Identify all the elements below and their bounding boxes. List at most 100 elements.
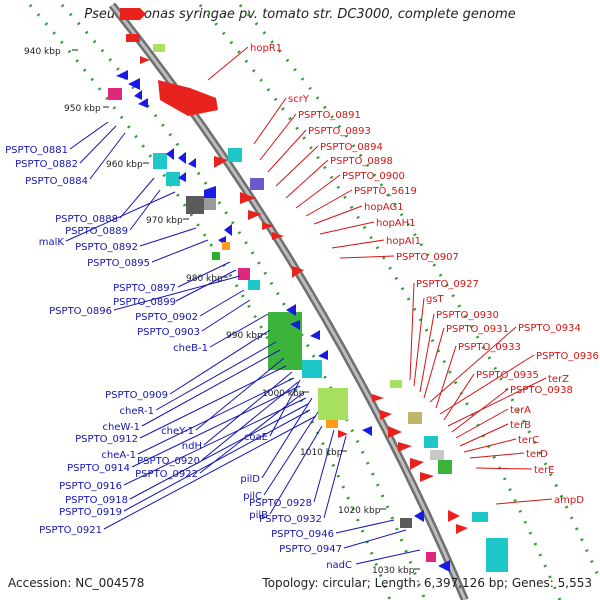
gene-label[interactable]: PSPTO_5619 (354, 186, 417, 197)
tick-label-960: 960 kbp (106, 160, 143, 170)
gene-label[interactable]: PSPTO_0894 (320, 142, 383, 153)
gene-label[interactable]: hopAI1 (386, 236, 421, 247)
gene-arrow (138, 98, 148, 108)
gene-label[interactable]: PSPTO_0934 (518, 323, 581, 334)
gene-label[interactable]: PSPTO_0888 (55, 214, 118, 225)
gene-arrow (310, 330, 320, 340)
gene-label[interactable]: nadC (326, 560, 352, 571)
gene-arrow (438, 560, 450, 572)
gene-label[interactable]: PSPTO_0928 (249, 498, 312, 509)
gene-box (426, 552, 436, 562)
gene-label[interactable]: PSPTO_0881 (5, 145, 68, 156)
gene-label[interactable]: PSPTO_0918 (65, 495, 128, 506)
gene-box (166, 172, 180, 186)
gene-label[interactable]: PSPTO_0889 (65, 226, 128, 237)
gene-label[interactable]: pilD (240, 474, 260, 485)
gene-arrow (166, 148, 174, 160)
gene-box (408, 412, 422, 424)
gene-box (400, 518, 412, 528)
gene-arrow (240, 192, 256, 204)
gene-label[interactable]: PSPTO_0898 (330, 156, 393, 167)
gene-label[interactable]: ampD (554, 495, 584, 506)
gene-arrow (414, 510, 424, 522)
gene-label[interactable]: PSPTO_0893 (308, 126, 371, 137)
gene-label[interactable]: PSPTO_0930 (436, 310, 499, 321)
gene-label[interactable]: PSPTO_0891 (298, 110, 361, 121)
gene-box (222, 242, 230, 250)
gene-label[interactable]: PSPTO_0931 (446, 324, 509, 335)
gene-label[interactable]: PSPTO_0921 (39, 525, 102, 536)
gene-label[interactable]: gsT (426, 294, 445, 305)
gene-label[interactable]: malK (39, 237, 65, 248)
gene-label[interactable]: terC (518, 435, 539, 446)
gene-label[interactable]: scrY (288, 94, 310, 105)
gene-arrow (128, 78, 140, 90)
gene-label[interactable]: hopAG1 (364, 202, 404, 213)
gene-label[interactable]: PSPTO_0900 (342, 171, 405, 182)
gene-arrow (116, 70, 128, 80)
gene-arrow (188, 158, 196, 168)
gene-label[interactable]: PSPTO_0907 (396, 252, 459, 263)
gene-label[interactable]: PSPTO_0927 (416, 279, 479, 290)
gene-label[interactable]: pilB (249, 510, 268, 521)
gene-arrow (286, 304, 296, 316)
gene-arrow (178, 152, 186, 164)
gene-label[interactable]: PSPTO_0914 (67, 463, 130, 474)
gene-label[interactable]: cheW-1 (103, 422, 140, 433)
gene-label[interactable]: PSPTO_0919 (59, 507, 122, 518)
gene-box (186, 196, 204, 214)
gene-label[interactable]: ndH (182, 441, 202, 452)
gene-label[interactable]: PSPTO_0936 (536, 351, 599, 362)
gene-label[interactable]: PSPTO_0899 (113, 297, 176, 308)
gene-label[interactable]: PSPTO_0909 (105, 390, 168, 401)
gene-arrow (290, 320, 300, 330)
genome-summary: Topology: circular; Length: 6,397,126 bp… (262, 576, 592, 590)
gene-label[interactable]: PSPTO_0938 (510, 385, 573, 396)
gene-arrow (214, 156, 228, 168)
gene-box (238, 268, 250, 280)
gene-label[interactable]: cheB-1 (173, 343, 208, 354)
gene-label[interactable]: cheR-1 (119, 406, 154, 417)
gene-label[interactable]: cheY-1 (161, 426, 194, 437)
gene-arrow (338, 430, 348, 438)
gene-label[interactable]: terD (526, 449, 548, 460)
gene-features (108, 8, 508, 572)
leader-lines-left (65, 121, 421, 565)
gene-label[interactable]: PSPTO_0896 (49, 306, 112, 317)
gene-label[interactable]: PSPTO_0897 (113, 283, 176, 294)
gene-label[interactable]: PSPTO_0902 (135, 312, 198, 323)
gene-label[interactable]: PSPTO_0895 (87, 258, 150, 269)
gene-label[interactable]: coaE (244, 432, 268, 443)
gene-label[interactable]: hopAH1 (376, 218, 416, 229)
gene-label[interactable]: terA (510, 405, 531, 416)
gene-label[interactable]: PSPTO_0947 (279, 544, 342, 555)
gene-label[interactable]: PSPTO_0935 (476, 370, 539, 381)
gene-label[interactable]: PSPTO_0932 (259, 514, 322, 525)
gene-label[interactable]: terE (534, 465, 555, 476)
gene-label[interactable]: PSPTO_0884 (25, 176, 88, 187)
gene-label[interactable]: PSPTO_0922 (135, 469, 198, 480)
tick-label-1030: 1030 kbp (372, 566, 415, 576)
tick-label-980: 980 kbp (186, 274, 223, 284)
gene-label[interactable]: pilC (243, 491, 262, 502)
gene-label[interactable]: PSPTO_0903 (137, 327, 200, 338)
gene-box (438, 460, 452, 474)
gene-label[interactable]: PSPTO_0912 (75, 434, 138, 445)
gene-box (472, 512, 488, 522)
tick-label-990: 990 kbp (226, 331, 263, 341)
gene-arrow (140, 56, 150, 64)
gene-box (250, 178, 264, 190)
gene-label[interactable]: terB (510, 420, 531, 431)
gene-label[interactable]: PSPTO_0946 (271, 529, 334, 540)
gene-label[interactable]: PSPTO_0933 (458, 342, 521, 353)
gene-label[interactable]: PSPTO_0920 (137, 456, 200, 467)
gene-label[interactable]: PSPTO_0892 (75, 242, 138, 253)
gene-label[interactable]: PSPTO_0916 (59, 481, 122, 492)
gene-label[interactable]: hopR1 (250, 43, 282, 54)
tick-label-1010: 1010 kbp (300, 448, 343, 458)
gene-label[interactable]: PSPTO_0882 (15, 159, 78, 170)
gene-label[interactable]: cheA-1 (101, 450, 136, 461)
gene-label[interactable]: terZ (548, 374, 569, 385)
tick-label-950: 950 kbp (64, 104, 101, 114)
gene-arrow (262, 222, 274, 230)
